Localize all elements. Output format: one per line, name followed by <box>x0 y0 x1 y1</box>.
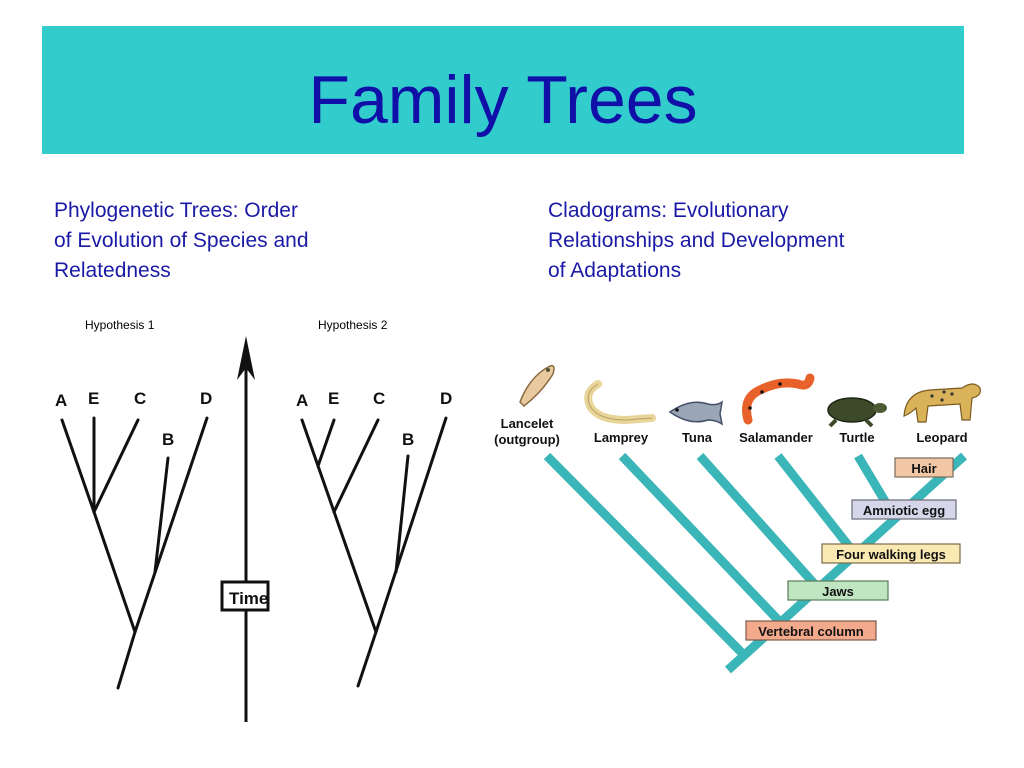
h2-branch-c <box>332 418 380 514</box>
hypothesis-1-tree <box>60 416 209 690</box>
h2-leaf-b: B <box>402 430 414 449</box>
phylogenetic-trees: Hypothesis 1 Hypothesis 2 A E C B D Time… <box>55 318 452 722</box>
svg-text:Jaws: Jaws <box>822 584 854 599</box>
h1-branch-root <box>116 630 137 690</box>
hypothesis-2-label: Hypothesis 2 <box>318 318 388 332</box>
phylogenetic-heading: Phylogenetic Trees: Order of Evolution o… <box>54 196 309 286</box>
time-arrow <box>237 336 255 722</box>
h1-leaf-e: E <box>88 389 99 408</box>
h1-branch-b <box>153 456 170 574</box>
h2-branch-root <box>356 630 378 688</box>
trait-amniotic-egg: Amniotic egg <box>851 499 957 520</box>
tuna-icon <box>668 400 724 426</box>
cladogram-heading-line-2: Relationships and Development <box>548 229 845 252</box>
taxon-lancelet-sub: (outgroup) <box>494 432 560 447</box>
h2-branch-d <box>374 416 448 634</box>
hypothesis-1-label: Hypothesis 1 <box>85 318 155 332</box>
taxon-turtle: Turtle <box>839 430 874 445</box>
time-box <box>220 580 270 612</box>
h1-leaf-d: D <box>200 389 212 408</box>
h2-branch-to-ae <box>300 418 378 634</box>
svg-text:Vertebral column: Vertebral column <box>758 624 864 639</box>
time-label: Time <box>229 589 268 608</box>
lancelet-icon <box>519 364 555 407</box>
trait-jaws: Jaws <box>787 580 889 601</box>
taxon-tuna: Tuna <box>682 430 713 445</box>
h1-branch-ae-to-root <box>92 510 137 634</box>
hypothesis-2-tree <box>300 416 448 688</box>
trait-hair: Hair <box>894 457 954 478</box>
title-banner: Family Trees <box>42 26 964 154</box>
branch-lamprey <box>618 452 784 626</box>
branch-lancelet <box>543 452 749 660</box>
cladogram-heading-line-1: Cladograms: Evolutionary <box>548 199 789 222</box>
cladogram-heading: Cladograms: Evolutionary Relationships a… <box>548 196 845 286</box>
salamander-icon <box>742 373 815 425</box>
lamprey-icon <box>584 380 656 425</box>
phylogenetic-heading-line-2: of Evolution of Species and <box>54 229 309 252</box>
time-arrowhead <box>237 336 255 380</box>
h1-leaf-b: B <box>162 430 174 449</box>
phylogenetic-heading-line-1: Phylogenetic Trees: Order <box>54 199 298 222</box>
phylogenetic-heading-line-3: Relatedness <box>54 259 171 282</box>
h1-leaf-a: A <box>55 391 67 410</box>
h1-branch-d <box>133 416 209 634</box>
trait-four-walking-legs: Four walking legs <box>821 543 961 564</box>
h2-leaf-c: C <box>373 389 385 408</box>
h2-leaf-a: A <box>296 391 308 410</box>
taxon-salamander: Salamander <box>739 430 813 445</box>
branch-tuna <box>696 453 822 591</box>
h1-branch-a <box>60 418 96 514</box>
svg-text:Amniotic egg: Amniotic egg <box>863 503 945 518</box>
branch-salamander <box>774 453 859 557</box>
svg-text:Four walking legs: Four walking legs <box>836 547 946 562</box>
taxon-leopard: Leopard <box>916 430 967 445</box>
svg-text:Hair: Hair <box>911 461 936 476</box>
page-title: Family Trees <box>308 62 698 138</box>
h1-branch-c <box>92 418 140 514</box>
leopard-icon <box>903 383 981 423</box>
cladogram: Lancelet (outgroup) Lamprey Tuna Salaman… <box>494 364 981 674</box>
taxon-lancelet: Lancelet <box>501 416 554 431</box>
trait-vertebral-column: Vertebral column <box>745 620 877 641</box>
h2-leaf-e: E <box>328 389 339 408</box>
turtle-icon <box>827 397 887 428</box>
h2-branch-b <box>394 454 410 574</box>
h2-branch-e <box>316 418 336 468</box>
cladogram-heading-line-3: of Adaptations <box>548 259 682 282</box>
h2-leaf-d: D <box>440 389 452 408</box>
h1-leaf-c: C <box>134 389 146 408</box>
taxon-lamprey: Lamprey <box>594 430 649 445</box>
